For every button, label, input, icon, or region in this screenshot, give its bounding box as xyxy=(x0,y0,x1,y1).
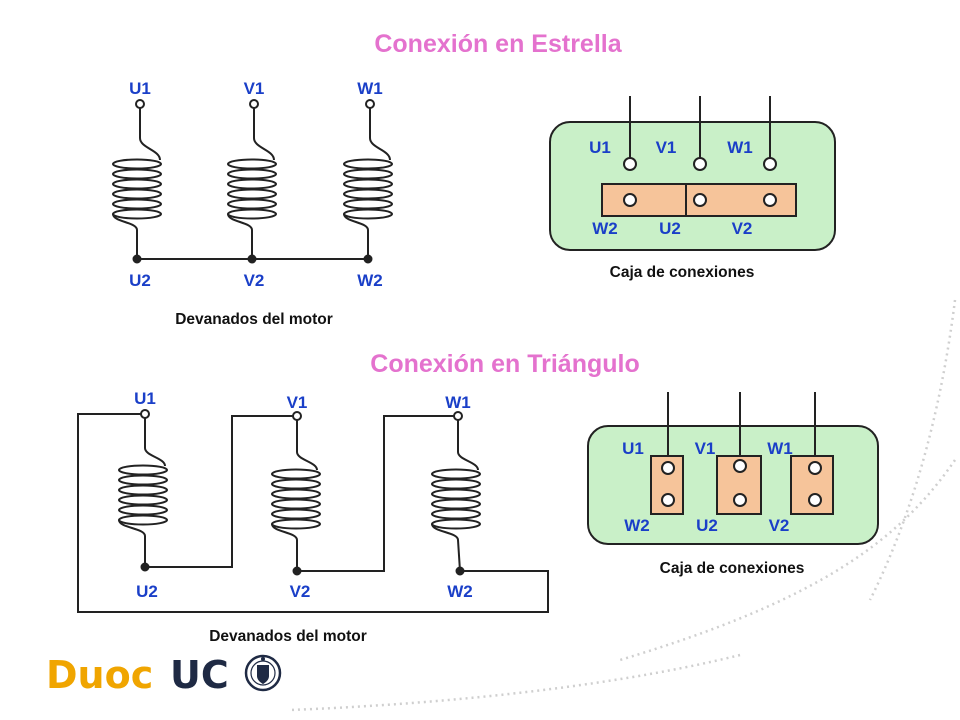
star-node-u2 xyxy=(132,254,142,264)
delta-windings xyxy=(77,409,549,613)
star-node-w2 xyxy=(363,254,373,264)
logo-duoc-text: Duoc xyxy=(46,653,153,697)
delta-winding-w xyxy=(431,416,481,572)
delta-box-label-w2: W2 xyxy=(624,516,650,535)
decorative-dashes xyxy=(289,299,957,712)
delta-winding-v xyxy=(271,416,321,571)
star-windings xyxy=(112,99,393,264)
star-terminal-box xyxy=(549,96,836,251)
delta-link-u2-v1 xyxy=(145,415,297,568)
delta-title: Conexión en Triángulo xyxy=(370,350,639,378)
star-label-u1: U1 xyxy=(129,79,151,98)
star-box-label-w2: W2 xyxy=(592,219,618,238)
duoc-uc-logo: Duoc UC xyxy=(46,653,282,697)
star-winding-u xyxy=(112,104,162,258)
delta-terminal-u1 xyxy=(140,409,150,419)
star-box-label-v1: V1 xyxy=(656,138,677,157)
delta-link-v2-w1 xyxy=(297,415,458,572)
star-terminal-u1 xyxy=(135,99,145,109)
delta-label-w2: W2 xyxy=(447,582,473,601)
delta-box-caption: Caja de conexiones xyxy=(660,560,805,577)
delta-label-u2: U2 xyxy=(136,582,158,601)
delta-box-label-u1: U1 xyxy=(622,439,644,458)
star-box-label-v2: V2 xyxy=(732,219,753,238)
delta-box-label-w1: W1 xyxy=(767,439,793,458)
delta-node-w2 xyxy=(455,566,465,576)
delta-terminal-v1 xyxy=(292,411,302,421)
delta-label-u1: U1 xyxy=(134,389,156,408)
star-label-v1: V1 xyxy=(244,79,265,98)
delta-winding-u xyxy=(118,414,168,567)
delta-label-v1: V1 xyxy=(287,393,308,412)
star-box-label-u2: U2 xyxy=(659,219,681,238)
delta-label-v2: V2 xyxy=(290,582,311,601)
delta-terminal-w1 xyxy=(453,411,463,421)
star-label-w1: W1 xyxy=(357,79,383,98)
star-label-u2: U2 xyxy=(129,271,151,290)
logo-uc-text: UC xyxy=(170,653,229,697)
delta-box-label-u2: U2 xyxy=(696,516,718,535)
delta-box-label-v1: V1 xyxy=(695,439,716,458)
star-label-v2: V2 xyxy=(244,271,265,290)
star-node-v2 xyxy=(247,254,257,264)
star-title: Conexión en Estrella xyxy=(374,30,622,58)
star-box-label-u1: U1 xyxy=(589,138,611,157)
delta-node-u2 xyxy=(140,562,150,572)
delta-terminal-box xyxy=(587,392,879,545)
delta-node-v2 xyxy=(292,566,302,576)
star-windings-caption: Devanados del motor xyxy=(175,311,333,328)
star-label-w2: W2 xyxy=(357,271,383,290)
star-terminal-w1 xyxy=(365,99,375,109)
delta-link-u1-w2 xyxy=(77,413,549,613)
delta-box-label-v2: V2 xyxy=(769,516,790,535)
star-winding-w xyxy=(343,104,393,258)
delta-windings-caption: Devanados del motor xyxy=(209,628,367,645)
star-box-label-w1: W1 xyxy=(727,138,753,157)
uc-seal-icon xyxy=(244,654,282,692)
star-terminal-v1 xyxy=(249,99,259,109)
delta-label-w1: W1 xyxy=(445,393,471,412)
star-winding-v xyxy=(227,104,277,258)
star-box-caption: Caja de conexiones xyxy=(610,264,755,281)
